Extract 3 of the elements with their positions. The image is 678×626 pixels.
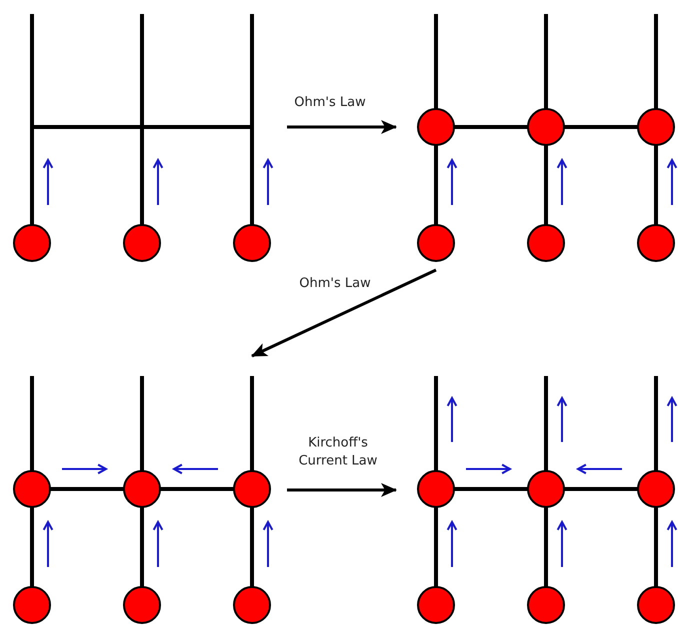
arrow <box>287 120 397 134</box>
arrow <box>251 268 437 358</box>
arrow <box>287 483 397 497</box>
